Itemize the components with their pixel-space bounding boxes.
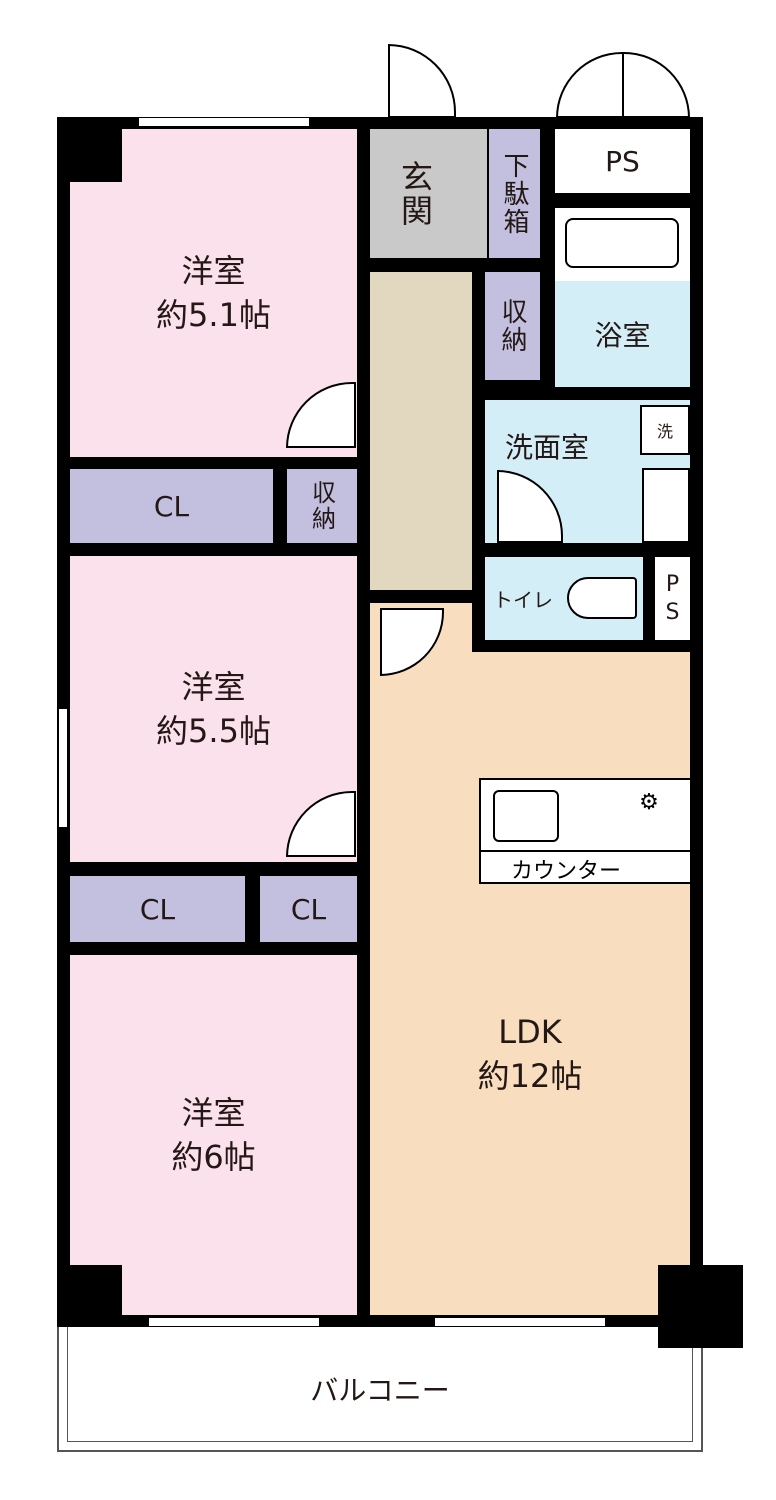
bathtub	[565, 218, 679, 268]
closet-2: CL	[70, 876, 245, 942]
ps-1: PS	[555, 129, 690, 193]
closet-1: CL	[70, 469, 273, 543]
closet-label: CL	[153, 489, 190, 523]
washroom: 洗面室 洗	[485, 400, 690, 543]
toilet-bowl-icon	[567, 577, 637, 619]
room-size: 約12帖	[477, 1056, 583, 1095]
entrance: 玄関	[370, 129, 487, 258]
column-bottom-right	[658, 1265, 743, 1348]
kitchen-counter: ⚙ カウンター	[479, 778, 690, 884]
window-room-1	[138, 117, 310, 127]
ps-door-right	[622, 52, 690, 118]
closet-label: CL	[139, 892, 176, 926]
counter-label: カウンター	[511, 859, 622, 884]
column-bottom-left	[57, 1265, 122, 1327]
washroom-label: 洗面室	[505, 431, 590, 464]
vanity-sink	[642, 468, 690, 543]
western-room-3: 洋室 約6帖	[70, 955, 357, 1315]
ps-label: PS	[665, 571, 680, 625]
column-top-left	[57, 117, 122, 182]
closet-label: CL	[290, 892, 327, 926]
closet-3: CL	[260, 876, 357, 942]
room-size: 約5.1帖	[156, 296, 271, 334]
window-room-3	[148, 1317, 320, 1327]
room-name: 洋室	[181, 668, 246, 706]
window-room-2	[58, 708, 68, 828]
shoe-box: 下駄箱	[489, 129, 540, 258]
washer-space: 洗	[640, 405, 690, 455]
room-size: 約5.5帖	[156, 712, 271, 750]
bathtub-area	[555, 208, 690, 281]
ldk: LDK 約12帖	[370, 652, 690, 1315]
window-ldk	[434, 1317, 606, 1327]
sink-icon	[493, 790, 559, 842]
shoe-box-label: 下駄箱	[499, 151, 529, 236]
ps-label: PS	[605, 144, 640, 178]
balcony-label: バルコニー	[310, 1373, 450, 1407]
balcony: バルコニー	[57, 1327, 703, 1452]
bathroom-label: 浴室	[594, 319, 651, 352]
entrance-door	[388, 44, 456, 118]
toilet-label: トイレ	[493, 588, 553, 612]
storage-label: 収納	[307, 480, 336, 532]
ps-2: PS	[655, 557, 690, 640]
storage-label: 収納	[497, 298, 527, 354]
room-name: 洋室	[181, 1094, 246, 1132]
entrance-label: 玄関	[396, 159, 434, 228]
storage-2: 収納	[485, 272, 540, 380]
room-size: 約6帖	[171, 1138, 256, 1176]
bathroom: 浴室	[555, 281, 690, 387]
washroom-door	[497, 470, 563, 543]
room-name: LDK	[498, 1012, 562, 1051]
room-name: 洋室	[181, 252, 246, 290]
ps-door-left	[556, 52, 624, 118]
hallway	[370, 272, 472, 590]
stove-icon: ⚙	[639, 790, 659, 815]
washer-label: 洗	[656, 422, 673, 441]
toilet: トイレ	[485, 557, 643, 640]
storage-1: 収納	[287, 469, 357, 543]
